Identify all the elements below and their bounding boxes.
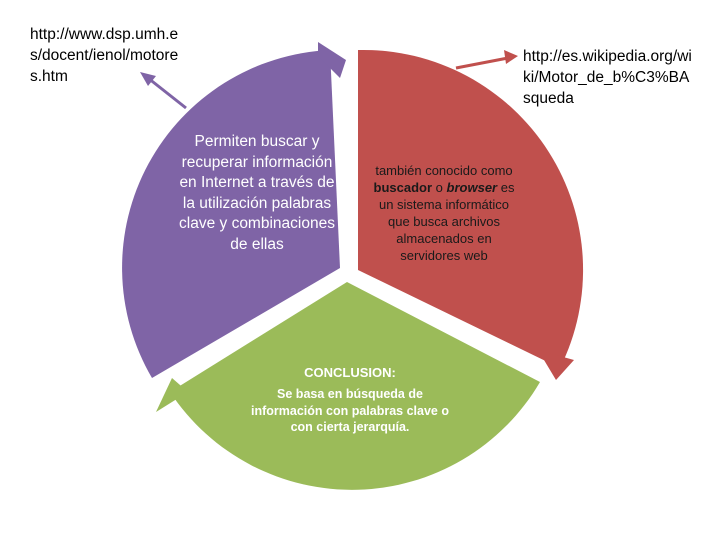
purple-segment-text: Permiten buscar y recuperar información … bbox=[179, 133, 335, 253]
arrow-to-right-url-head bbox=[504, 50, 518, 64]
segment-purple-arrowhead bbox=[318, 42, 346, 78]
red-segment-text: también conocido como buscador o browser… bbox=[368, 162, 520, 264]
segment-purple bbox=[122, 50, 340, 378]
arrow-to-left-url-head bbox=[140, 72, 156, 86]
red-text-bold-buscador: buscador bbox=[373, 180, 433, 195]
green-segment-heading: CONCLUSION: bbox=[304, 365, 396, 380]
segment-red-arrowhead bbox=[538, 350, 574, 380]
segment-red bbox=[358, 49, 584, 368]
red-text-bold-italic-browser: browser bbox=[446, 180, 498, 195]
segment-green-arrowhead bbox=[156, 378, 188, 412]
red-text-part-3: es un sistema informático que busca arch… bbox=[378, 180, 515, 263]
left-url-link[interactable]: http://www.dsp.umh.es/docent/ienol/motor… bbox=[30, 26, 179, 85]
green-segment-body: Se basa en búsqueda de información con p… bbox=[251, 387, 449, 434]
arrow-to-left-url bbox=[147, 76, 187, 110]
red-text-part-2: o bbox=[432, 180, 447, 195]
red-text-part-1: también conocido como bbox=[375, 163, 513, 178]
right-url-link[interactable]: http://es.wikipedia.org/wiki/Motor_de_b%… bbox=[523, 48, 692, 107]
arrow-to-right-url bbox=[455, 56, 509, 70]
segment-green bbox=[170, 282, 540, 490]
